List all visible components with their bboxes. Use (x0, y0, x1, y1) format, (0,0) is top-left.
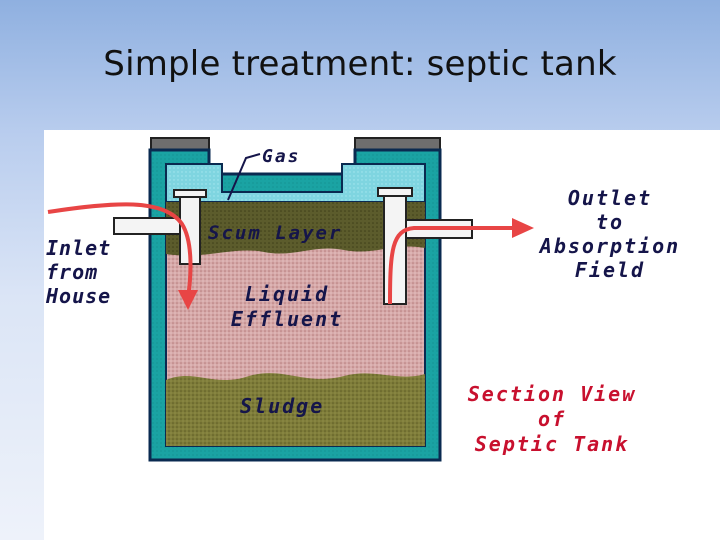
outlet-arrowhead (512, 218, 534, 238)
inlet-flow-arrow (47, 202, 193, 299)
septic-tank-diagram: Gas Scum Layer Liquid Effluent Sludge In… (44, 130, 720, 540)
scum-layer (166, 202, 425, 256)
gas-leader-line (227, 153, 261, 201)
sludge-label: Sludge (240, 394, 325, 418)
outlet-label: Outlet to Absorption Field (539, 186, 681, 282)
sludge-layer (166, 373, 425, 446)
inlet-pipe (113, 217, 181, 235)
inlet-arrowhead (178, 290, 198, 310)
scum-layer-label: Scum Layer (208, 222, 343, 244)
septic-tank-drawing (47, 137, 534, 462)
section-view-label: Section View of Septic Tank (467, 382, 637, 456)
inlet-label: Inlet from House (46, 236, 112, 308)
outlet-flow-arrow (388, 226, 514, 305)
liquid-effluent-label: Liquid Effluent (230, 282, 344, 331)
gas-label: Gas (262, 146, 301, 167)
slide-title: Simple treatment: septic tank (103, 44, 617, 84)
